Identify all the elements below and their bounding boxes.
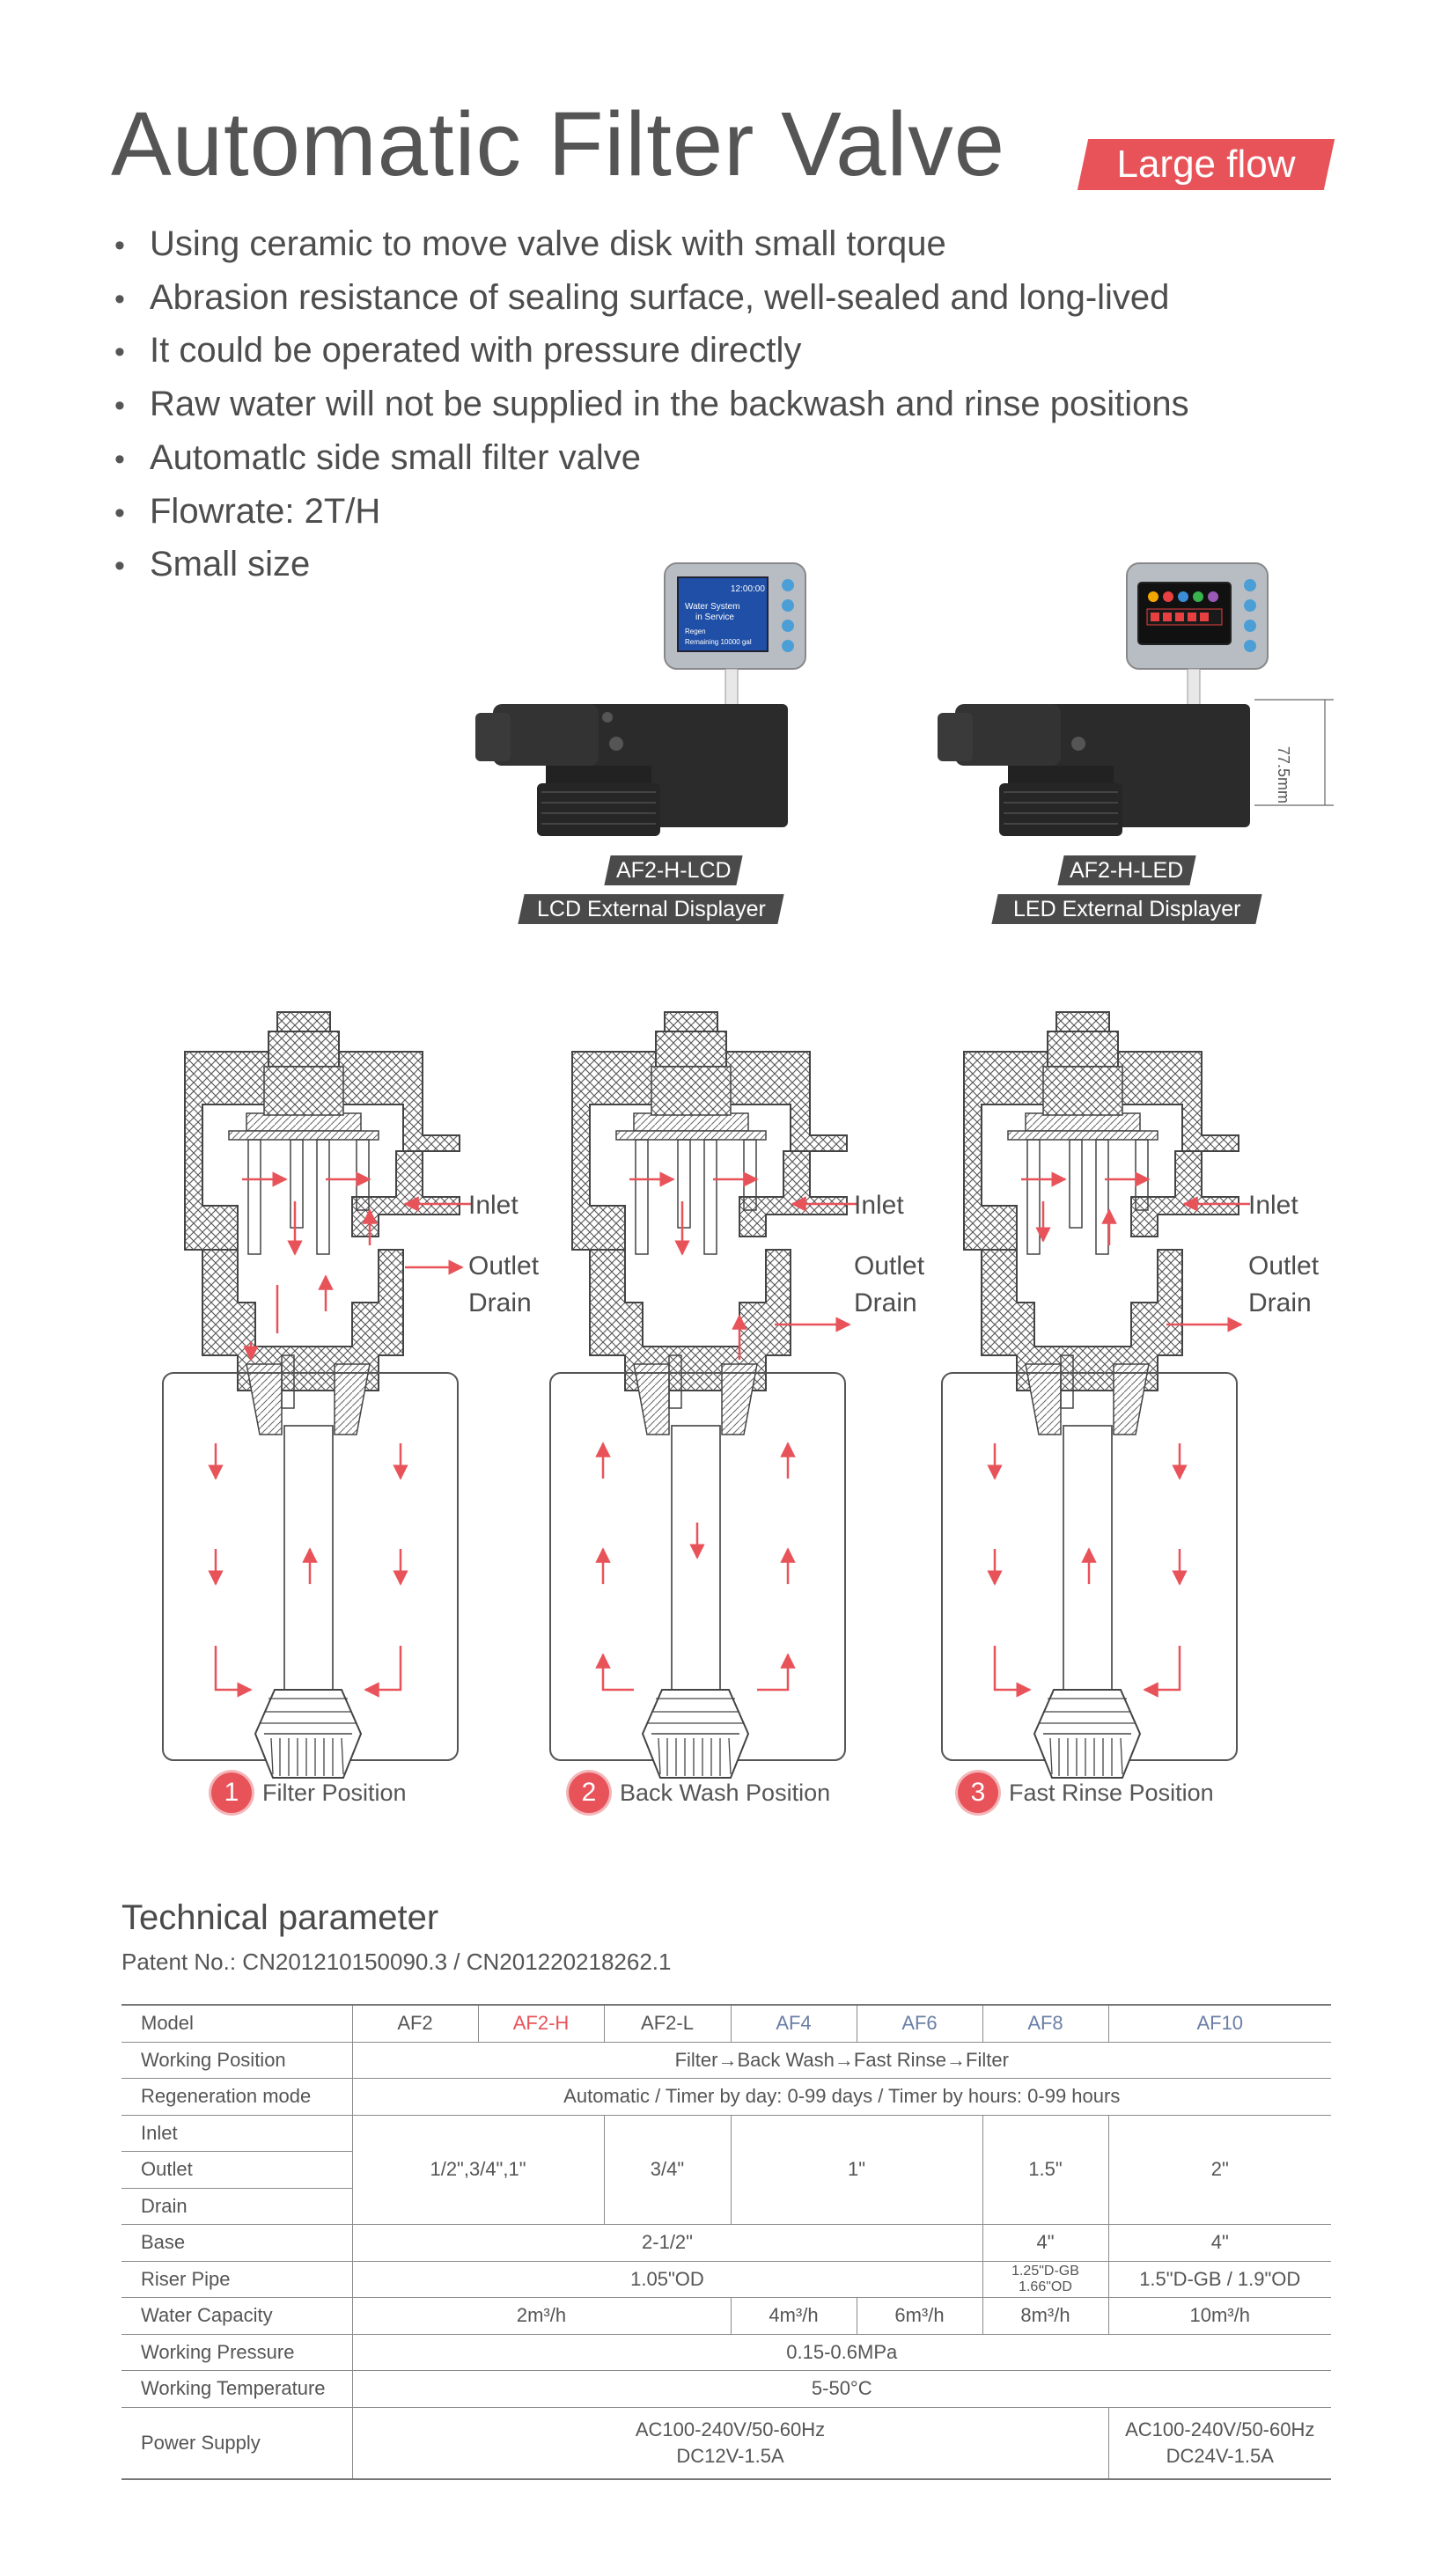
fast-rinse-position-diagram xyxy=(941,1011,1250,1779)
row-label: Working Temperature xyxy=(121,2370,353,2408)
table-cell: 4m³/h xyxy=(730,2297,857,2335)
drain-label: Drain xyxy=(1248,1288,1312,1317)
table-row: Regeneration mode Automatic / Timer by d… xyxy=(121,2078,1331,2116)
table-row: Model AF2 AF2-H AF2-L AF4 AF6 AF8 AF10 xyxy=(121,2004,1331,2043)
step-number-badge: 1 xyxy=(211,1772,252,1813)
table-cell: AF4 xyxy=(730,2004,857,2043)
lcd-line1: Water System xyxy=(685,602,739,612)
feature-item: Automatlc side small filter valve xyxy=(114,432,1347,486)
filter-position-diagram xyxy=(162,1011,471,1779)
table-cell: 2m³/h xyxy=(352,2297,731,2335)
table-row: Outlet xyxy=(121,2151,1331,2189)
table-cell: AF2-L xyxy=(603,2004,731,2043)
feature-item: It could be operated with pressure direc… xyxy=(114,325,1347,378)
diagram-caption: Fast Rinse Position xyxy=(1009,1780,1214,1806)
dimension-label: 77.5mm xyxy=(1275,746,1292,804)
row-label: Water Capacity xyxy=(121,2297,353,2335)
table-cell: 8m³/h xyxy=(982,2297,1108,2335)
feature-item: Raw water will not be supplied in the ba… xyxy=(114,378,1347,432)
inlet-label: Inlet xyxy=(1248,1191,1298,1220)
table-row: Working Temperature 5-50°C xyxy=(121,2370,1331,2408)
table-cell: 2" xyxy=(1107,2114,1331,2225)
step-number-badge: 2 xyxy=(569,1772,609,1813)
outlet-label: Outlet xyxy=(1248,1251,1320,1281)
table-cell: 5-50°C xyxy=(352,2370,1331,2408)
step-number-badge: 3 xyxy=(958,1772,998,1813)
lcd-line2: in Service xyxy=(695,613,734,622)
row-label: Inlet xyxy=(121,2114,353,2152)
feature-item: Abrasion resistance of sealing surface, … xyxy=(114,272,1347,326)
product-display-label: LED External Displayer xyxy=(991,894,1262,924)
table-row: Drain xyxy=(121,2187,1331,2225)
led-valve-image xyxy=(938,562,1334,836)
back-wash-position-diagram xyxy=(549,1011,858,1779)
table-cell: AF8 xyxy=(982,2004,1108,2043)
large-flow-badge: Large flow xyxy=(1116,143,1296,186)
table-row: Inlet 1/2",3/4",1" 3/4" 1" 1.5" 2" xyxy=(121,2114,1331,2225)
table-row: Water Capacity 2m³/h 4m³/h 6m³/h 8m³/h 1… xyxy=(121,2297,1331,2335)
product-display-label: LCD External Displayer xyxy=(518,894,784,924)
row-label: Outlet xyxy=(121,2151,353,2189)
product-model-label: AF2-H-LED xyxy=(1057,855,1196,885)
table-cell: 3/4" xyxy=(603,2114,731,2225)
row-label: Drain xyxy=(121,2187,353,2225)
patent-number: Patent No.: CN201210150090.3 / CN2012202… xyxy=(121,1949,672,1975)
section-title: Technical parameter xyxy=(121,1898,439,1937)
page-title: Automatic Filter Valve xyxy=(111,93,1006,194)
row-label: Model xyxy=(121,2004,353,2043)
feature-item: Flowrate: 2T/H xyxy=(114,486,1347,539)
row-label: Regeneration mode xyxy=(121,2078,353,2116)
table-cell: 1" xyxy=(730,2114,982,2225)
table-cell: 1/2",3/4",1" xyxy=(352,2114,604,2225)
table-cell: 10m³/h xyxy=(1107,2297,1331,2335)
table-cell: AF10 xyxy=(1107,2004,1331,2043)
inlet-label: Inlet xyxy=(468,1191,519,1220)
product-model-label: AF2-H-LCD xyxy=(604,855,743,885)
row-label: Riser Pipe xyxy=(121,2260,353,2298)
row-label: Working Pressure xyxy=(121,2333,353,2371)
lcd-line3: Regen xyxy=(685,627,706,635)
table-cell: 1.05"OD xyxy=(352,2260,982,2298)
drain-label: Drain xyxy=(468,1288,532,1317)
lcd-valve-image: 12:00:00 Water System in Service Regen R… xyxy=(475,562,806,836)
outlet-label: Outlet xyxy=(854,1251,925,1281)
table-cell: Automatic / Timer by day: 0-99 days / Ti… xyxy=(352,2078,1331,2116)
diagram-caption: Back Wash Position xyxy=(620,1780,831,1806)
lcd-line4: Remaining 10000 gal xyxy=(685,638,752,646)
table-cell: AF2 xyxy=(352,2004,478,2043)
feature-item: Small size xyxy=(114,539,1347,592)
feature-item: Using ceramic to move valve disk with sm… xyxy=(114,218,1347,272)
table-cell: 0.15-0.6MPa xyxy=(352,2333,1331,2371)
table-cell: 2-1/2" xyxy=(352,2224,982,2262)
table-row: Working Pressure 0.15-0.6MPa xyxy=(121,2333,1331,2371)
outlet-label: Outlet xyxy=(468,1251,540,1281)
table-cell: 4" xyxy=(982,2224,1108,2262)
table-row: Working Position Filter→Back Wash→Fast R… xyxy=(121,2041,1331,2079)
inlet-label: Inlet xyxy=(854,1191,904,1220)
lcd-time: 12:00:00 xyxy=(731,584,765,594)
table-cell: 6m³/h xyxy=(856,2297,982,2335)
spec-table: Model AF2 AF2-H AF2-L AF4 AF6 AF8 AF10 W… xyxy=(121,2004,1331,2480)
table-cell: Filter→Back Wash→Fast Rinse→Filter xyxy=(352,2041,1331,2079)
table-row: Base 2-1/2" 4" 4" xyxy=(121,2224,1331,2262)
table-cell: 1.5"D-GB / 1.9"OD xyxy=(1107,2260,1331,2298)
table-cell: AF2-H xyxy=(477,2004,604,2043)
row-label: Power Supply xyxy=(121,2406,353,2480)
table-cell: 4" xyxy=(1107,2224,1331,2262)
product-images: 12:00:00 Water System in Service Regen R… xyxy=(475,562,1334,836)
table-cell: AF6 xyxy=(856,2004,982,2043)
flow-diagrams xyxy=(162,1011,1250,1779)
row-label: Working Position xyxy=(121,2041,353,2079)
drain-label: Drain xyxy=(854,1288,917,1317)
feature-list: Using ceramic to move valve disk with sm… xyxy=(114,218,1347,592)
diagram-caption: Filter Position xyxy=(262,1780,407,1806)
table-cell: 1.5" xyxy=(982,2114,1108,2225)
row-label: Base xyxy=(121,2224,353,2262)
